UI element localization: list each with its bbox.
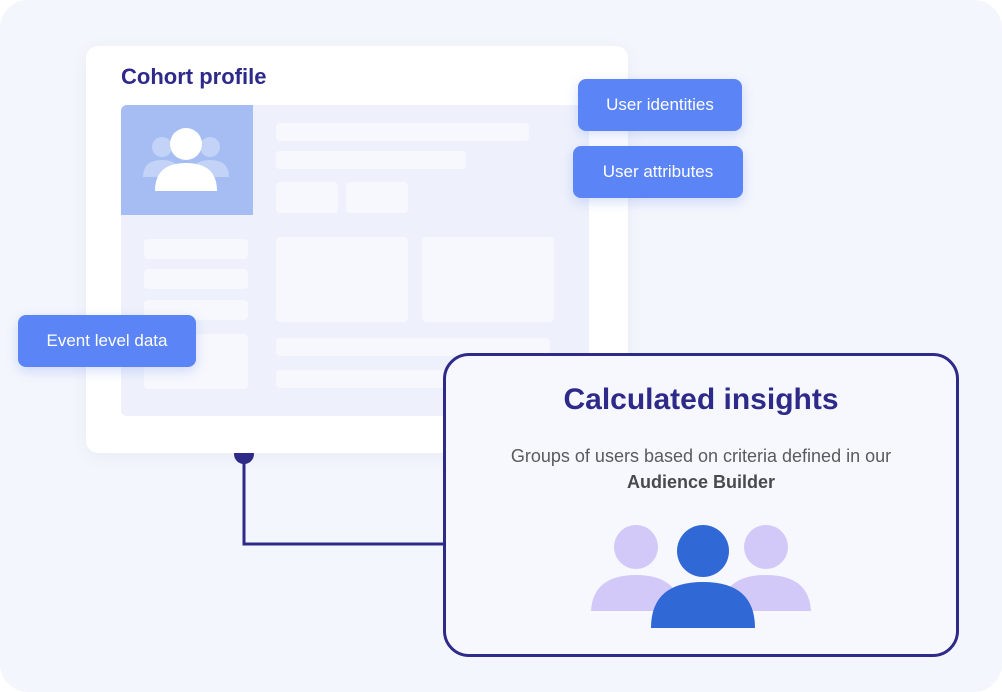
placeholder-line	[276, 123, 529, 141]
placeholder-line	[144, 269, 248, 289]
users-group-icon	[591, 525, 811, 628]
placeholder-chip	[276, 182, 338, 213]
placeholder-block	[276, 237, 408, 322]
calculated-insights-card: Calculated insights Groups of users base…	[443, 353, 959, 657]
calculated-insights-title: Calculated insights	[563, 383, 839, 416]
placeholder-block	[422, 237, 554, 322]
profile-avatar	[121, 105, 253, 215]
placeholder-chip	[346, 182, 408, 213]
profile-panel	[121, 105, 589, 416]
event-level-data-tag: Event level data	[18, 315, 196, 367]
placeholder-line	[276, 151, 466, 169]
audience-builder-label: Audience Builder	[626, 472, 776, 492]
placeholder-line	[144, 239, 248, 259]
insights-description-text: Groups of users based on criteria define…	[510, 446, 892, 466]
user-attributes-tag: User attributes	[573, 146, 743, 198]
placeholder-line	[276, 338, 550, 356]
users-group-icon	[143, 128, 229, 191]
user-identities-tag: User identities	[578, 79, 742, 131]
calculated-insights-description: Groups of users based on criteria define…	[476, 443, 926, 495]
cohort-profile-title: Cohort profile	[121, 64, 267, 89]
